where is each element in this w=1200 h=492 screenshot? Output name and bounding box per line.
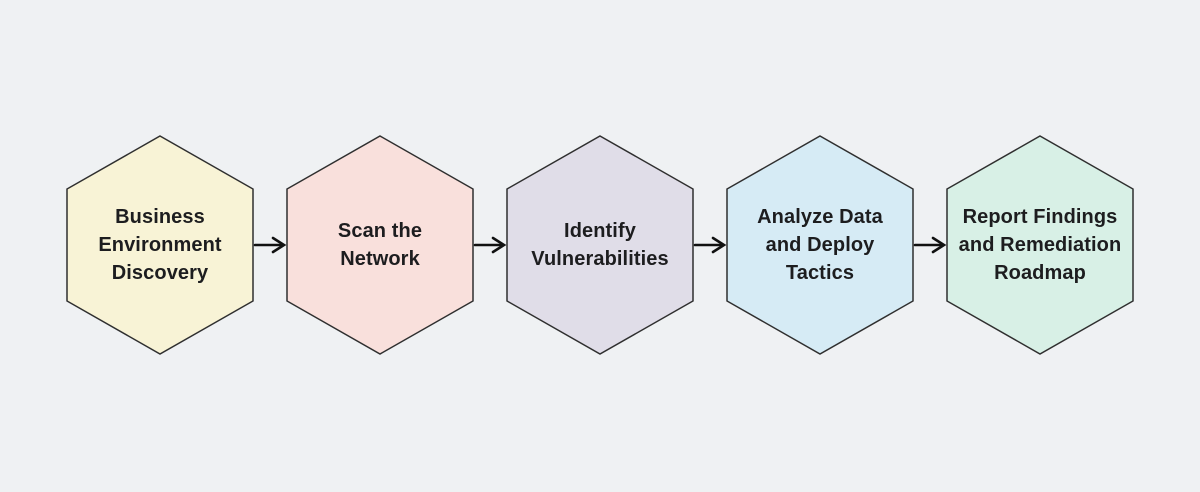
flow-arrow-2 xyxy=(473,236,507,254)
hexagon-step-5 xyxy=(946,135,1134,355)
flow-arrow-4 xyxy=(913,236,947,254)
flow-arrow-3 xyxy=(693,236,727,254)
hexagon-step-1 xyxy=(66,135,254,355)
hexagon-step-2 xyxy=(286,135,474,355)
hexagon-step-4 xyxy=(726,135,914,355)
flow-arrow-1 xyxy=(253,236,287,254)
hexagon-step-3 xyxy=(506,135,694,355)
